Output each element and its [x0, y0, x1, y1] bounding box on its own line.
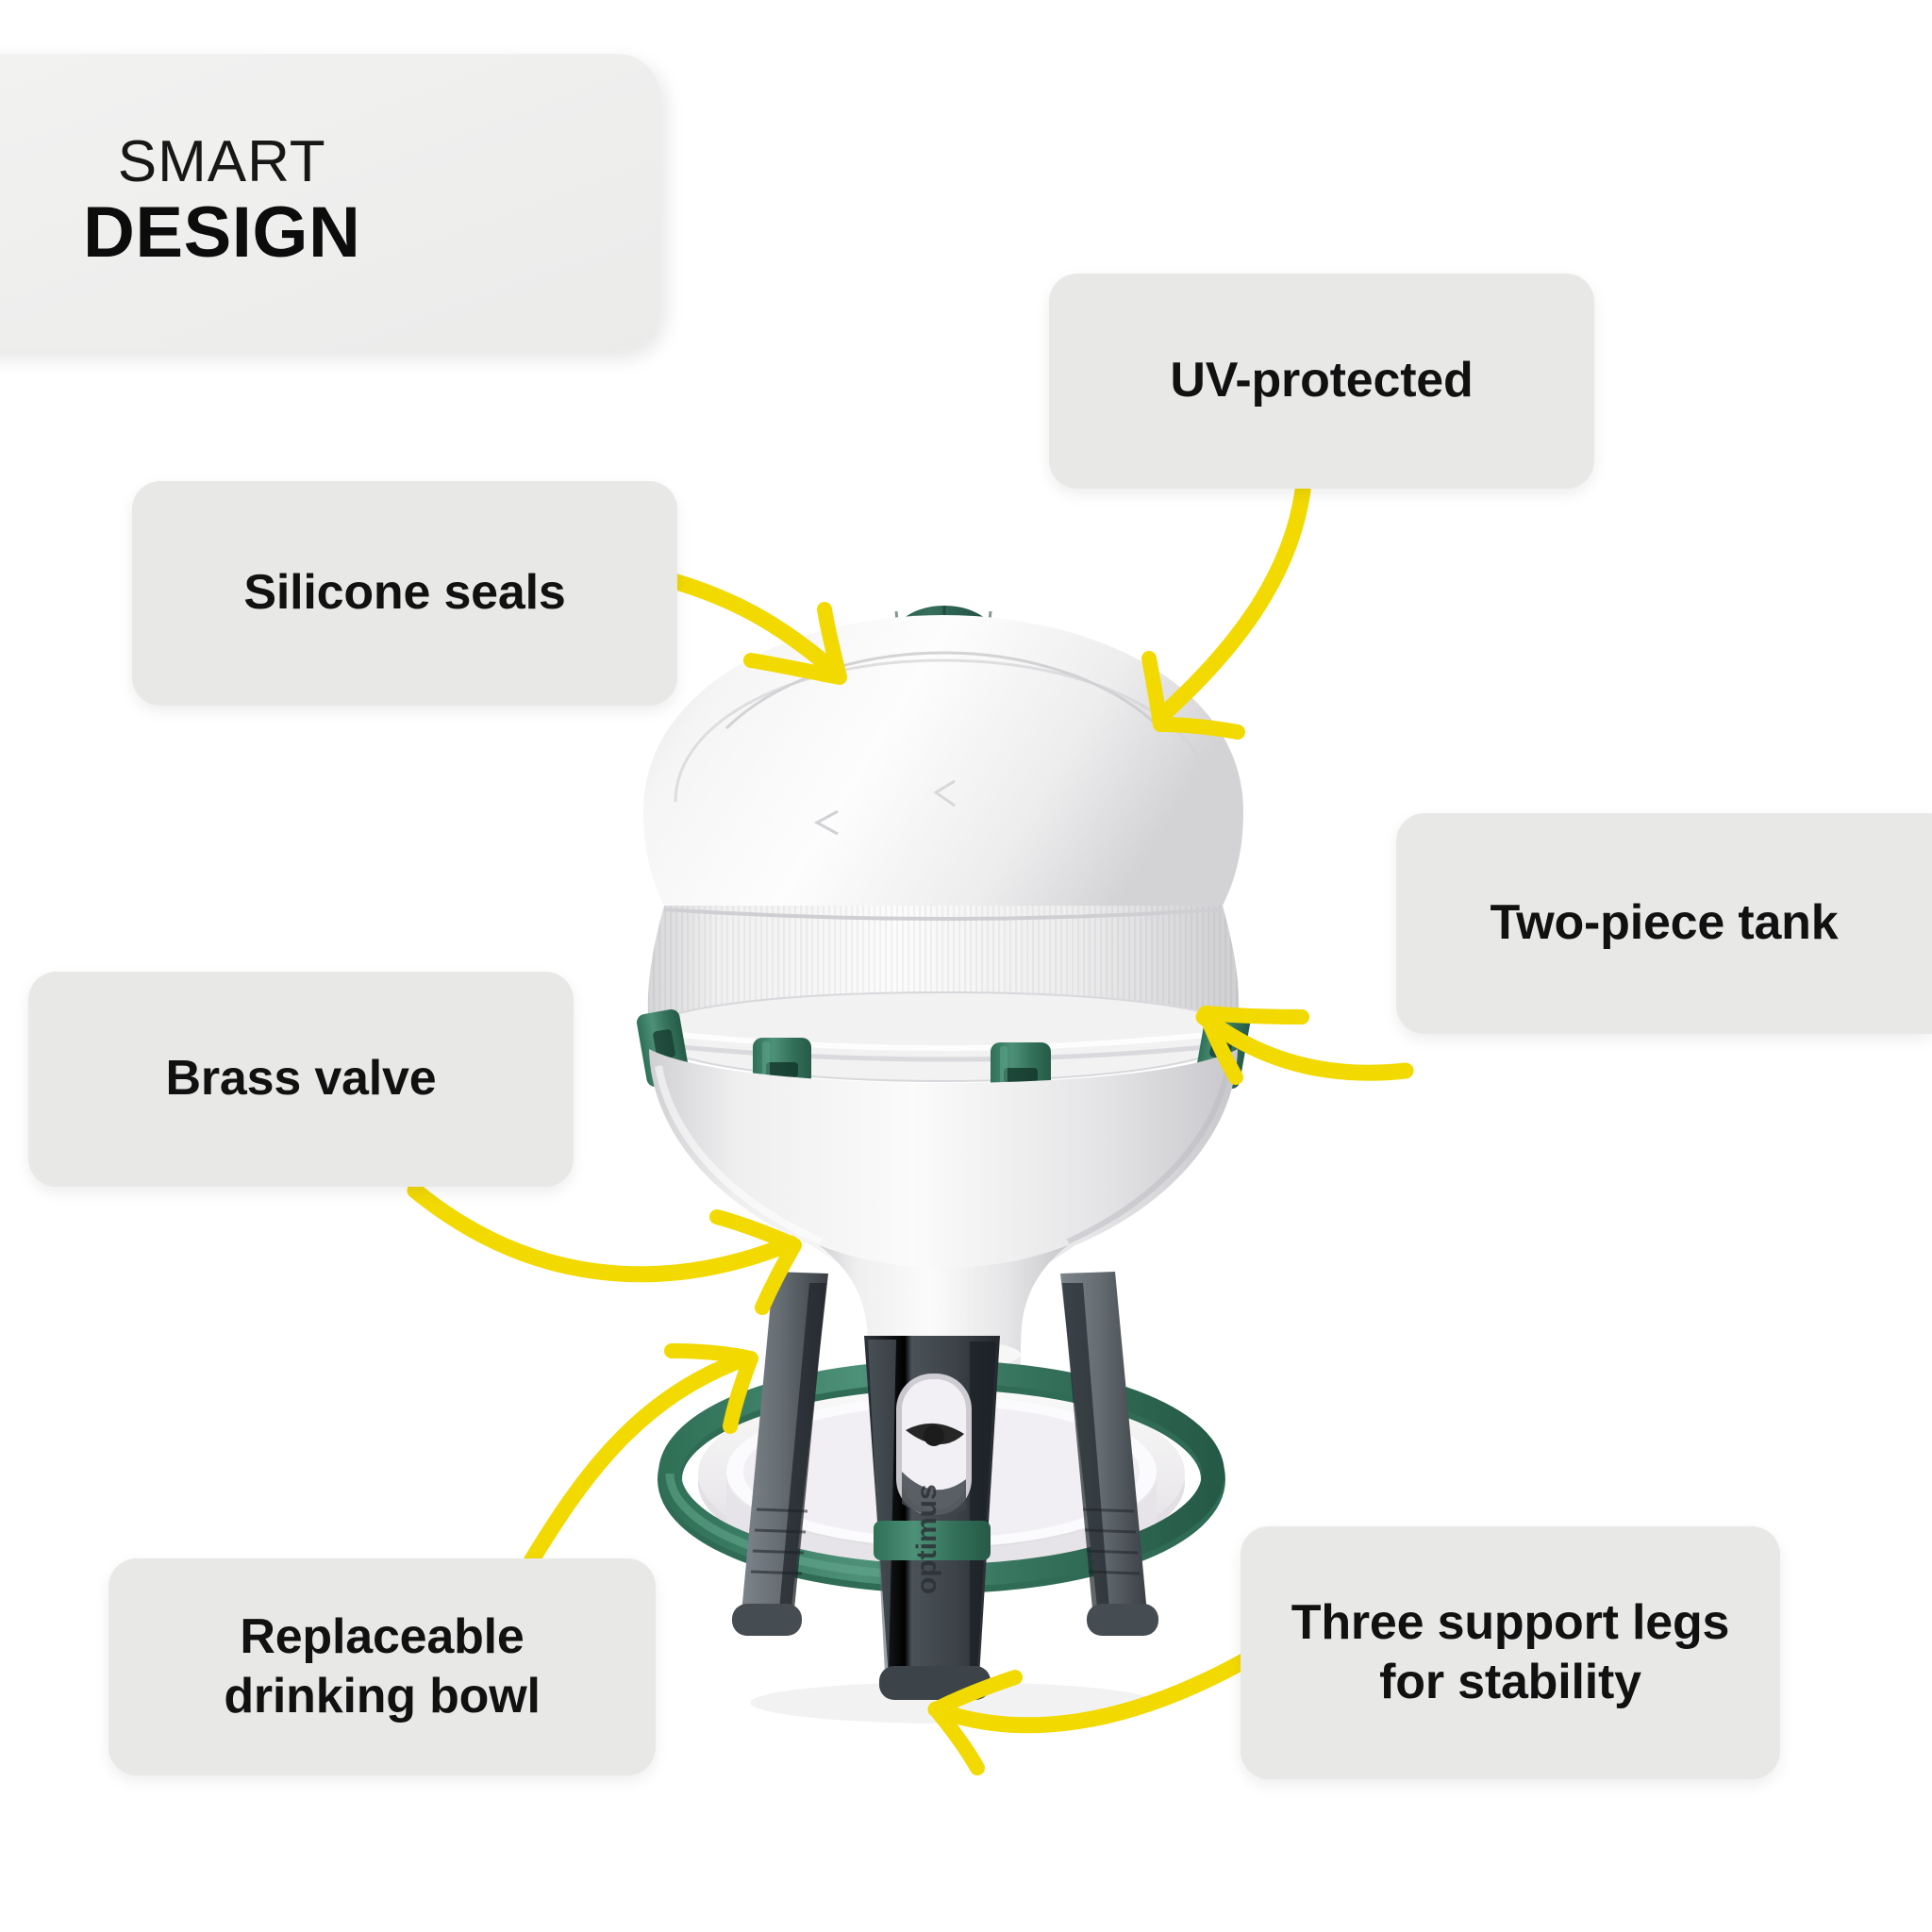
feature-card-brass-valve: Brass valve: [28, 972, 574, 1187]
leg-right: [1060, 1272, 1158, 1636]
feature-label-two-piece-tank: Two-piece tank: [1490, 895, 1839, 951]
feature-label-drinking-bowl: Replaceable drinking bowl: [224, 1608, 541, 1724]
brand-text: optimus: [911, 1484, 942, 1594]
title-card-text: SMART DESIGN: [83, 133, 360, 272]
feature-label-silicone-seals: Silicone seals: [243, 565, 566, 621]
feature-card-support-legs: Three support legs for stability: [1241, 1526, 1780, 1779]
leg-window: [896, 1374, 972, 1516]
product-illustration: optimus: [585, 528, 1302, 1755]
tank-dome: [643, 615, 1243, 906]
feature-label-uv-protected: UV-protected: [1170, 353, 1474, 408]
feature-card-uv-protected: UV-protected: [1049, 274, 1594, 489]
feature-card-silicone-seals: Silicone seals: [132, 481, 677, 706]
brand-mark: optimus: [911, 1484, 942, 1594]
title-line-1: SMART: [117, 129, 326, 194]
title-line-2: DESIGN: [83, 192, 361, 273]
feature-label-support-legs: Three support legs for stability: [1291, 1594, 1730, 1709]
leg-front: optimus: [864, 1336, 1000, 1700]
title-card: SMART DESIGN: [0, 54, 660, 351]
feature-label-brass-valve: Brass valve: [165, 1051, 437, 1107]
feature-card-drinking-bowl: Replaceable drinking bowl: [108, 1558, 656, 1775]
leg-green-band: [874, 1521, 991, 1560]
leg-left: [732, 1272, 828, 1636]
feature-card-two-piece-tank: Two-piece tank: [1396, 813, 1932, 1034]
